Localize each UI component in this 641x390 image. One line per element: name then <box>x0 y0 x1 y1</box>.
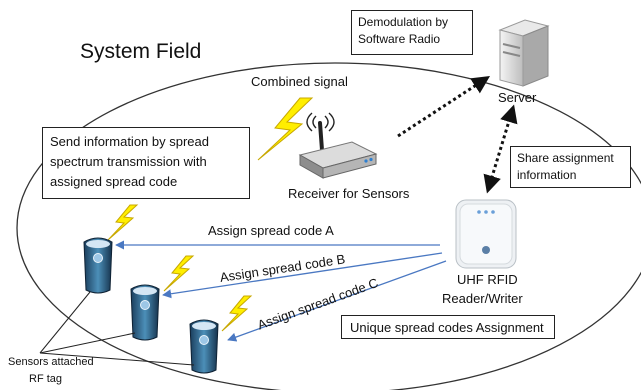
receiver-to-server-arrow <box>397 76 491 138</box>
sensor-tag-a-icon <box>83 237 113 294</box>
unique-codes-box: Unique spread codes Assignment <box>341 315 555 339</box>
send-info-line-3: assigned spread code <box>50 174 178 189</box>
sensor-tag-c-icon <box>189 319 219 374</box>
combined-signal-label: Combined signal <box>251 74 348 89</box>
system-field-title: System Field <box>80 40 202 63</box>
sensors-label-line-1: Sensors attached <box>8 356 94 368</box>
demodulation-line-1: Demodulation by <box>358 15 449 29</box>
reader-label-line-2: Reader/Writer <box>442 291 523 306</box>
send-info-line-1: Send information by spread <box>50 134 209 149</box>
share-line-1: Share assignment <box>517 151 614 165</box>
assign-label-a: Assign spread code A <box>208 223 334 238</box>
send-info-line-2: spectrum transmission with <box>50 154 207 169</box>
sensor-tag-b-icon <box>130 284 160 341</box>
sensor-c-lightning-icon <box>221 295 253 332</box>
send-info-box: Send information by spread spectrum tran… <box>42 127 250 199</box>
combined-signal-lightning-icon <box>257 97 314 161</box>
share-line-2: information <box>517 168 577 182</box>
sensor-a-lightning-icon <box>107 204 139 241</box>
sensors-callout-line-b <box>39 332 136 354</box>
assign-arrow-b <box>162 252 443 299</box>
server-icon <box>498 19 550 87</box>
demodulation-box: Demodulation by Software Radio <box>351 10 473 55</box>
server-label: Server <box>498 90 537 105</box>
share-assignment-box: Share assignment information <box>510 146 631 188</box>
receiver-icon <box>298 112 378 179</box>
reader-label-line-1: UHF RFID <box>457 272 518 287</box>
receiver-label: Receiver for Sensors <box>288 186 410 201</box>
reader-server-share-arrow <box>483 104 518 194</box>
system-field-ellipse <box>16 62 641 390</box>
sensors-label-line-2: RF tag <box>29 373 63 385</box>
unique-codes-text: Unique spread codes Assignment <box>350 320 544 335</box>
sensors-callout-line-c <box>39 352 195 366</box>
rfid-reader-icon <box>455 199 517 269</box>
assign-arrow-c <box>227 260 447 342</box>
demodulation-line-2: Software Radio <box>358 32 441 46</box>
sensor-b-lightning-icon <box>163 255 195 292</box>
sensors-callout-line-a <box>39 291 91 354</box>
